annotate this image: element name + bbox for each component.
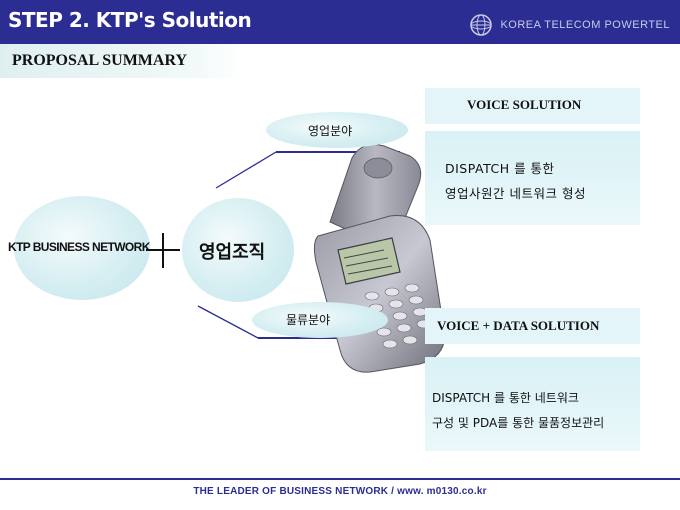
voice-data-line-2: 구성 및 PDA를 통한 물품정보관리 (432, 416, 605, 430)
footer-divider (0, 478, 680, 480)
voice-data-body-box (425, 357, 640, 451)
voice-line-2: 영업사원간 네트워크 형성 (445, 186, 586, 201)
voice-data-line-1: DISPATCH 를 통한 네트워크 (432, 391, 579, 405)
company-name: KOREA TELECOM POWERTEL (500, 19, 670, 31)
voice-line-1: DISPATCH 를 통한 (445, 161, 555, 176)
logistics-field-ellipse (252, 302, 388, 338)
voice-heading-box (425, 88, 640, 124)
sales-org-label: 영업조직 (199, 242, 266, 263)
footer-tagline: THE LEADER OF BUSINESS NETWORK / www. m0… (193, 486, 487, 497)
sales-field-ellipse (266, 112, 408, 148)
step-title: STEP 2. KTP's Solution (8, 8, 252, 32)
ktp-network-ellipse (14, 196, 150, 300)
voice-data-heading-box (425, 308, 640, 344)
voice-body-box (425, 131, 640, 225)
ktp-network-label: KTP BUSINESS NETWORK (8, 240, 150, 254)
voice-data-heading: VOICE + DATA SOLUTION (437, 318, 600, 333)
sales-org-ellipse (182, 198, 294, 302)
header-bar: STEP 2. KTP's Solution KOREA TELECOM POW… (0, 0, 680, 44)
company-brand: KOREA TELECOM POWERTEL (470, 14, 670, 36)
sales-field-label: 영업분야 (308, 124, 353, 138)
summary-title: PROPOSAL SUMMARY (12, 52, 187, 69)
logistics-field-label: 물류분야 (286, 313, 331, 327)
voice-heading: VOICE SOLUTION (467, 97, 582, 112)
summary-bar (0, 44, 244, 78)
globe-logo-icon (470, 14, 493, 36)
